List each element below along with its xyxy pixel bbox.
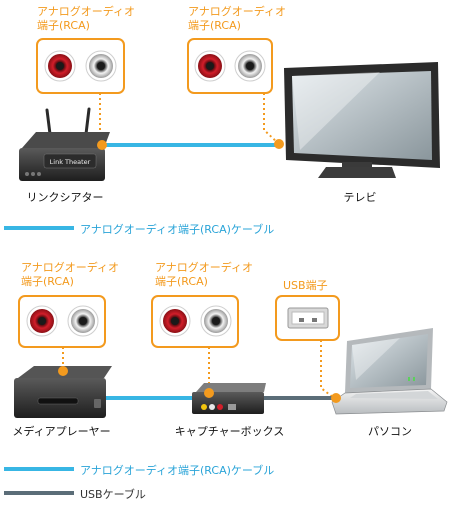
usb-port-label: USB端子 (283, 279, 328, 292)
label-line: 端子(RCA) (21, 275, 74, 288)
link-theater-device (19, 107, 110, 181)
device-label-capture-box: キャプチャーボックス (174, 425, 285, 438)
legend-rca-swatch (4, 467, 74, 471)
device-label-link-theater: リンクシアター (26, 191, 104, 204)
legend-usb-swatch (4, 491, 74, 495)
laptop-device (331, 328, 448, 415)
connector-dot (58, 366, 68, 376)
connector-dot (274, 139, 284, 149)
rca-jack-box-top-right (187, 38, 273, 94)
label-line: アナログオーディオ (188, 5, 287, 18)
bottom-a-jack-label: アナログオーディオ 端子(RCA) (21, 261, 119, 289)
bottom-b-jack-label: アナログオーディオ 端子(RCA) (155, 261, 253, 289)
usb-port-box (275, 295, 340, 341)
rca-jack-box-top-left (36, 38, 125, 94)
connector-dot (97, 140, 107, 150)
device-label-tv: テレビ (343, 191, 377, 204)
top-right-jack-label: アナログオーディオ 端子(RCA) (188, 5, 286, 33)
rca-jack-box-bottom-b (151, 295, 239, 348)
top-left-jack-label: アナログオーディオ 端子(RCA) (37, 5, 135, 33)
connector-dot (331, 393, 341, 403)
leader-top-right (263, 93, 279, 144)
tv-device (284, 62, 440, 178)
label-line: アナログオーディオ (37, 5, 136, 18)
label-line: アナログオーディオ (21, 261, 120, 274)
capture-box-device (192, 383, 266, 414)
leader-usb (320, 340, 335, 399)
legend-rca-swatch-top (4, 226, 74, 230)
legend-rca-label: アナログオーディオ端子(RCA)ケーブル (80, 464, 275, 477)
label-line: 端子(RCA) (37, 19, 90, 32)
label-line: 端子(RCA) (155, 275, 208, 288)
device-label-pc: パソコン (368, 425, 412, 438)
rca-jack-box-bottom-a (18, 295, 106, 348)
connector-dot (204, 388, 214, 398)
legend-rca-label-top: アナログオーディオ端子(RCA)ケーブル (80, 223, 275, 236)
device-label-media-player: メディアプレーヤー (12, 425, 111, 438)
label-line: アナログオーディオ (155, 261, 254, 274)
label-line: 端子(RCA) (188, 19, 241, 32)
legend-usb-label: USBケーブル (80, 488, 146, 501)
link-theater-badge: Link Theater (49, 158, 91, 166)
